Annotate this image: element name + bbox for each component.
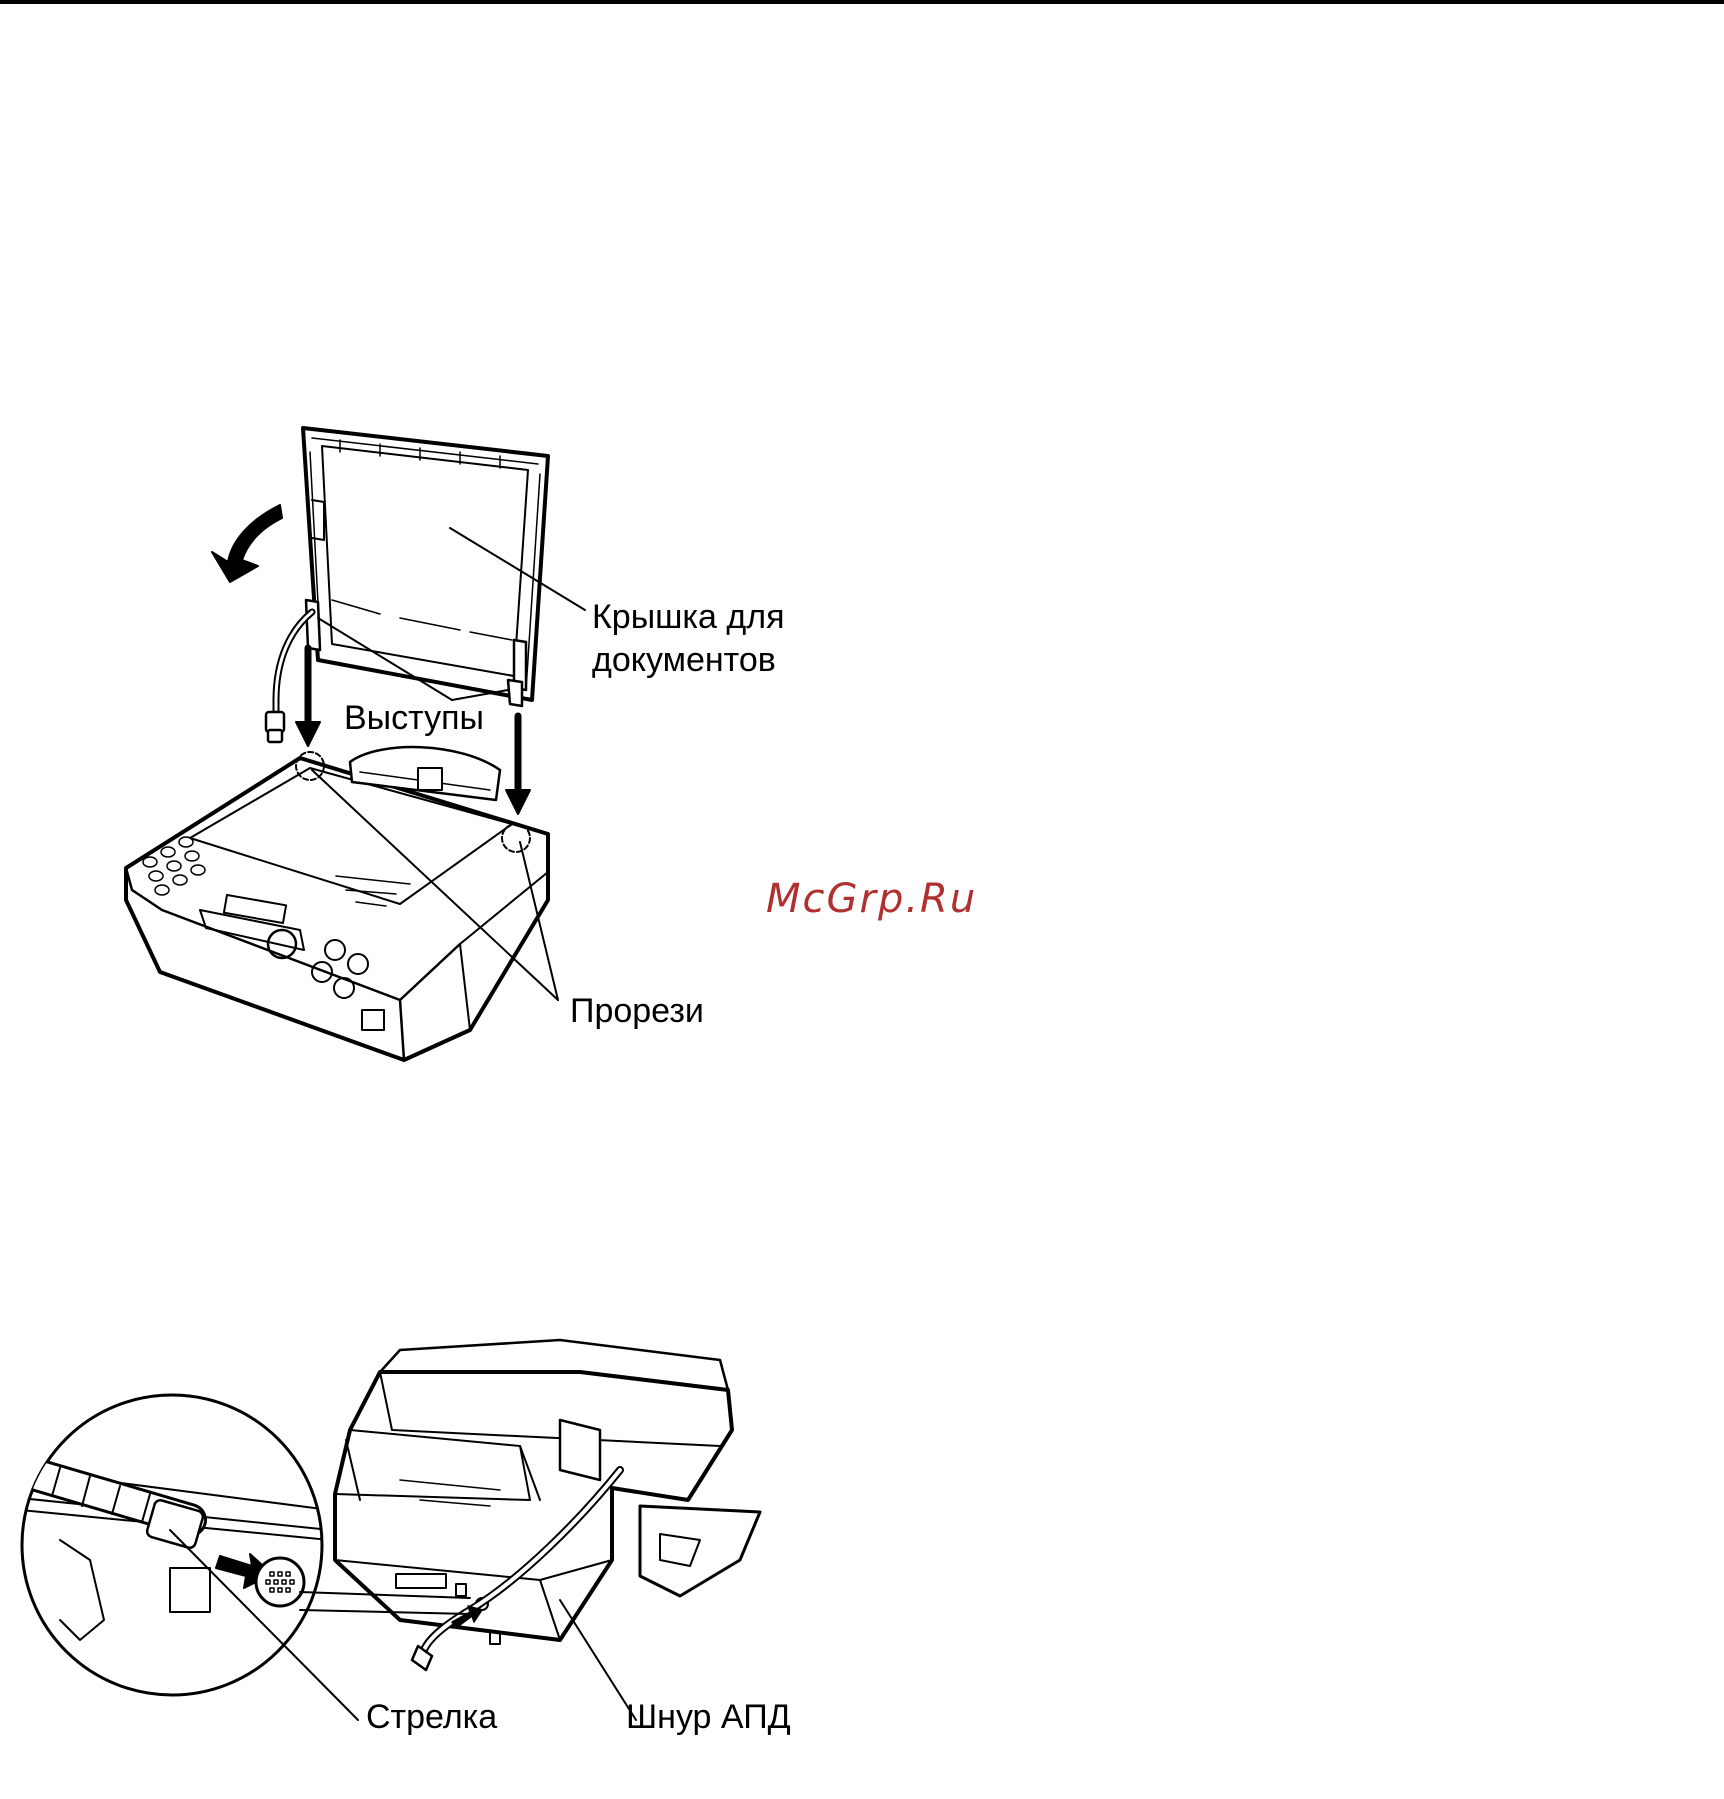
zoom-inset-drawing [20,1395,330,1695]
label-tabs: Выступы [344,697,484,740]
fax-machine-rear-drawing [335,1340,760,1670]
label-document-cover-line1: Крышка для [592,596,785,639]
label-adf-cord: Шнур АПД [626,1696,791,1739]
watermark: McGrp.Ru [766,876,977,922]
label-slots: Прорези [570,990,704,1033]
label-document-cover: Крышка для документов [592,596,785,682]
label-document-cover-line2: документов [592,639,785,682]
label-arrow: Стрелка [366,1696,497,1739]
